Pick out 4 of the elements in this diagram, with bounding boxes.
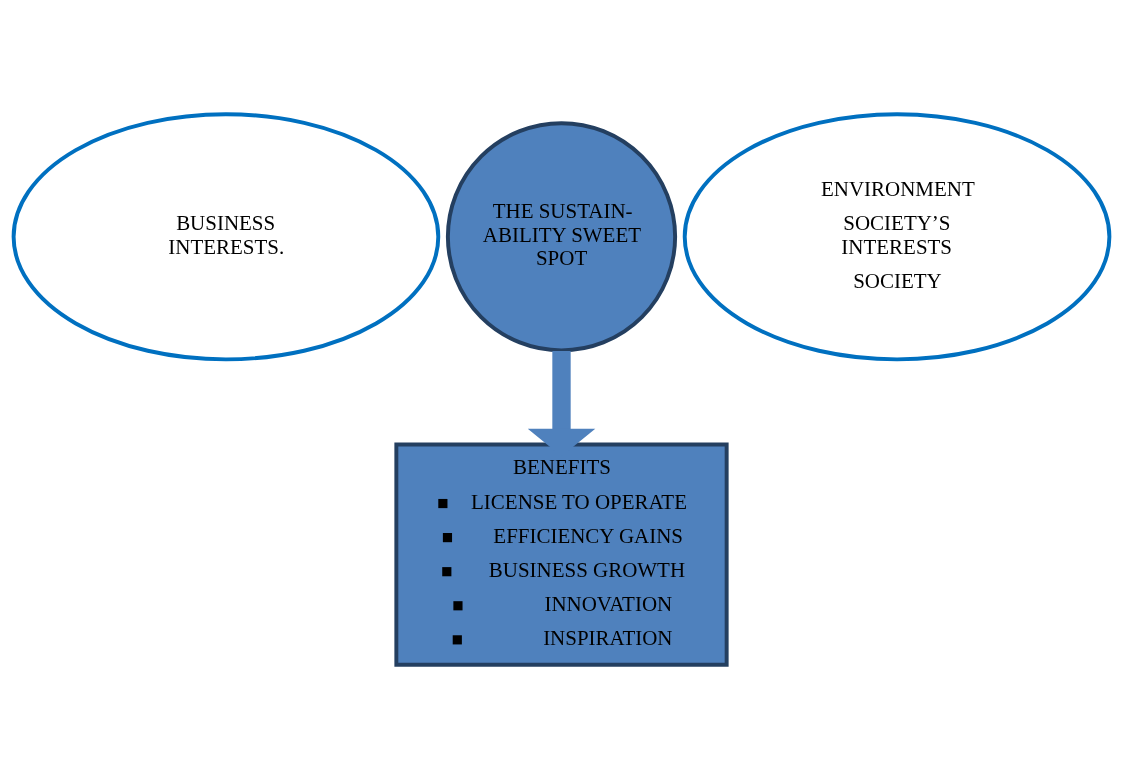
node-ellipse: ENVIRONMENT SOCIETY’S INTERESTS SOCIETY bbox=[682, 112, 1112, 362]
node-circle: THE SUSTAIN- ABILITY SWEET SPOT bbox=[445, 121, 678, 353]
node-ellipse: BUSINESS INTERESTS. bbox=[11, 112, 441, 362]
node-box: BENEFITS LICENSE TO OPERATE EFFICIENCY GAINS BUSINESS GROWTH INNOVATION INSPIRATION bbox=[394, 442, 729, 667]
